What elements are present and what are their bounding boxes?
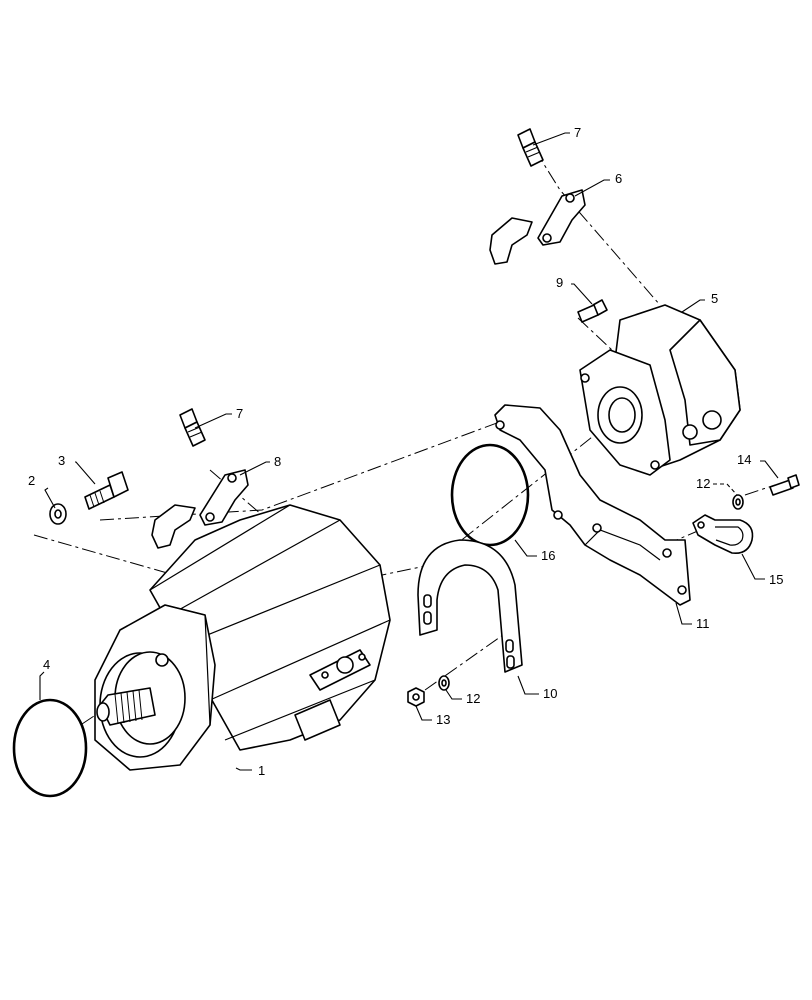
bolt-7-upper <box>517 128 544 167</box>
o-ring-4 <box>12 698 88 798</box>
callout-13: 13 <box>436 712 450 727</box>
callout-14: 14 <box>737 452 751 467</box>
hose-clamp-15 <box>692 514 754 555</box>
callout-15: 15 <box>769 572 783 587</box>
callout-3: 3 <box>58 453 65 468</box>
callout-5: 5 <box>711 291 718 306</box>
callout-2: 2 <box>28 473 35 488</box>
callout-16: 16 <box>541 548 555 563</box>
clamp-6 <box>489 189 586 265</box>
gear-pump-5 <box>579 304 741 476</box>
bracket-plate-11 <box>494 404 691 606</box>
callout-7-lower: 7 <box>236 406 243 421</box>
callout-10: 10 <box>543 686 557 701</box>
motor-body <box>94 504 391 771</box>
nut-13 <box>407 687 425 707</box>
bolt-7-lower <box>179 408 206 447</box>
callout-labels: 1 2 3 4 5 6 7 7 8 9 10 11 12 12 13 14 15… <box>28 125 783 778</box>
bolt-3 <box>84 471 129 510</box>
o-ring-16 <box>450 443 530 547</box>
callout-8: 8 <box>274 454 281 469</box>
leader-lines <box>39 132 779 771</box>
u-bracket-10 <box>417 539 523 673</box>
bolt-9 <box>577 299 608 323</box>
callout-12-upper: 12 <box>696 476 710 491</box>
callout-11: 11 <box>696 616 710 631</box>
screw-14 <box>769 474 800 496</box>
washer-12-lower <box>438 675 450 691</box>
callout-9: 9 <box>556 275 563 290</box>
washer-12-upper <box>732 494 744 510</box>
washer-2 <box>49 503 67 525</box>
callout-12-lower: 12 <box>466 691 480 706</box>
callout-6: 6 <box>615 171 622 186</box>
callout-1: 1 <box>258 763 265 778</box>
callout-4: 4 <box>43 657 50 672</box>
clamp-8 <box>151 469 249 549</box>
callout-7-upper: 7 <box>574 125 581 140</box>
